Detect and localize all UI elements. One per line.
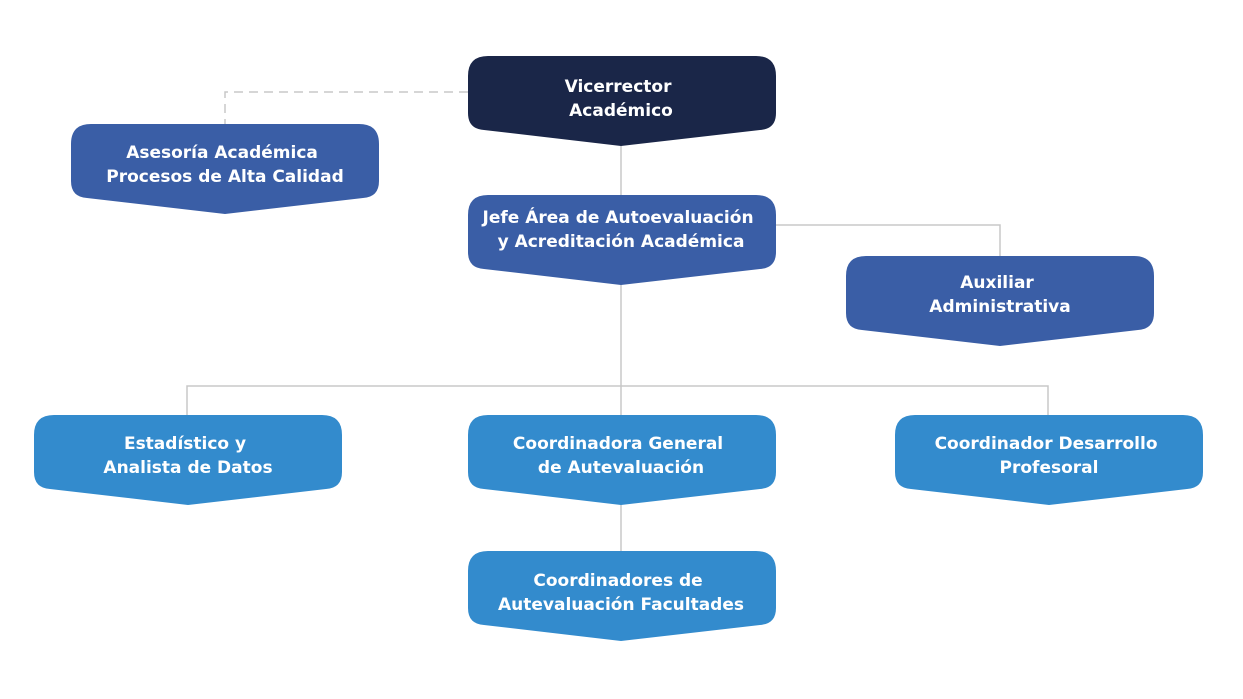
node-estadistico-shape — [34, 415, 342, 505]
node-estadistico-line1: Estadístico y — [124, 434, 246, 454]
connector-vicerrector-asesoria — [224, 91, 468, 127]
node-auxiliar-line2: Administrativa — [929, 297, 1070, 317]
node-estadistico-line2: Analista de Datos — [103, 458, 272, 478]
node-asesoria: Asesoría Académica Procesos de Alta Cali… — [71, 124, 379, 214]
node-facultades-line1: Coordinadores de — [533, 571, 702, 591]
connector-jefe-auxiliar — [775, 224, 1001, 258]
node-jefe-line2: y Acreditación Académica — [498, 232, 745, 252]
node-auxiliar: Auxiliar Administrativa — [846, 256, 1154, 346]
node-facultades-shape — [468, 551, 776, 641]
node-desarrollo-shape — [895, 415, 1203, 505]
connector-branch-bar — [186, 385, 1049, 418]
node-coordinadora-line1: Coordinadora General — [513, 434, 723, 454]
svg-text:Coordinadora General de: Coordinadora General de Autevaluación — [513, 434, 729, 478]
svg-text:Coordinador Desarrollo P: Coordinador Desarrollo Profesoral — [935, 434, 1164, 478]
node-desarrollo-line2: Profesoral — [1000, 458, 1099, 478]
svg-text:Estadístico y Analista d: Estadístico y Analista de Datos — [103, 434, 272, 478]
node-asesoria-line1: Asesoría Académica — [126, 143, 318, 163]
node-vicerrector-shape — [468, 56, 776, 146]
node-jefe-line1: Jefe Área de Autoevaluación — [482, 206, 754, 228]
svg-text:Jefe Área de Autoevaluación: Jefe Área de Autoevaluación y Acreditaci… — [482, 206, 760, 252]
connectors — [186, 91, 1049, 553]
node-estadistico: Estadístico y Analista de Datos — [34, 415, 342, 505]
svg-text:Auxiliar Administrativa: Auxiliar Administrativa — [929, 273, 1070, 317]
node-facultades-line2: Autevaluación Facultades — [498, 595, 744, 615]
node-coordinadora-shape — [468, 415, 776, 505]
node-desarrollo-line1: Coordinador Desarrollo — [935, 434, 1158, 454]
node-auxiliar-shape — [846, 256, 1154, 346]
svg-text:Vicerrector Académico: Vicerrector Académico — [565, 77, 678, 121]
node-facultades: Coordinadores de Autevaluación Facultade… — [468, 551, 776, 641]
node-desarrollo: Coordinador Desarrollo Profesoral — [895, 415, 1203, 505]
node-vicerrector-line1: Vicerrector — [565, 77, 672, 97]
svg-text:Asesoría Académica Proce: Asesoría Académica Procesos de Alta Cali… — [106, 143, 344, 187]
svg-text:Coordinadores de Auteval: Coordinadores de Autevaluación Facultade… — [498, 571, 744, 615]
node-coordinadora: Coordinadora General de Autevaluación — [468, 415, 776, 505]
node-jefe: Jefe Área de Autoevaluación y Acreditaci… — [468, 195, 776, 285]
node-coordinadora-line2: de Autevaluación — [538, 458, 704, 478]
node-vicerrector: Vicerrector Académico — [468, 56, 776, 146]
node-vicerrector-line2: Académico — [569, 101, 673, 121]
node-asesoria-line2: Procesos de Alta Calidad — [106, 167, 344, 187]
node-auxiliar-line1: Auxiliar — [960, 273, 1034, 293]
node-jefe-shape — [468, 195, 776, 285]
node-asesoria-shape — [71, 124, 379, 214]
